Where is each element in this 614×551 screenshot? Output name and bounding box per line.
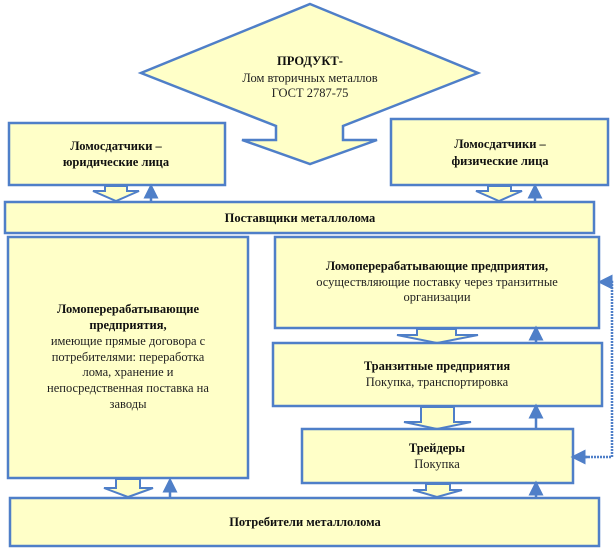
- transit-box: [271, 341, 604, 408]
- down-arrow: [103, 478, 154, 499]
- direct-processors-title1: Ломоперерабатывающие: [57, 302, 199, 316]
- direct-processors-line: лома, хранение и: [83, 365, 174, 379]
- consumers-title: Потребители металлолома: [229, 515, 381, 529]
- traders-to-processors-connector: [585, 274, 614, 459]
- traders-box: [300, 427, 575, 485]
- direct-processors-line: потребителями: переработка: [52, 350, 205, 364]
- down-arrow: [92, 185, 140, 203]
- individual-sellers-box: [389, 117, 610, 187]
- transit-processors-line: осуществляющие поставку через транзитные: [316, 275, 558, 289]
- down-arrow: [396, 328, 479, 345]
- direct-processors-line: имеющие прямые договора с: [51, 334, 206, 348]
- product-title: ПРОДУКТ-: [277, 54, 343, 68]
- consumers-box: [8, 496, 601, 548]
- transit-processors-box: [273, 235, 601, 330]
- traders-title: Трейдеры: [409, 441, 465, 455]
- product-line2: ГОСТ 2787-75: [272, 86, 349, 100]
- individual-sellers-line2: физические лица: [451, 154, 549, 168]
- down-arrow: [412, 483, 463, 499]
- suppliers-box: [3, 200, 596, 235]
- legal-sellers-line2: юридические лица: [63, 155, 170, 169]
- traders-line: Покупка: [414, 457, 460, 471]
- legal-sellers-box: [7, 121, 227, 187]
- transit-title: Транзитные предприятия: [364, 359, 511, 373]
- transit-processors-line: организации: [403, 290, 470, 304]
- down-arrow: [403, 406, 472, 431]
- transit-line: Покупка, транспортировка: [366, 375, 509, 389]
- product-line1: Лом вторичных металлов: [242, 71, 377, 85]
- individual-sellers-line1: Ломосдатчики –: [454, 137, 546, 151]
- product-diamond: [137, 2, 482, 166]
- direct-processors-line: заводы: [110, 397, 148, 411]
- suppliers-title: Поставщики металлолома: [225, 211, 376, 225]
- legal-sellers-line1: Ломосдатчики –: [70, 139, 162, 153]
- down-arrow: [475, 185, 523, 203]
- transit-processors-title: Ломоперерабатывающие предприятия,: [326, 259, 548, 273]
- direct-processors-title2: предприятия,: [89, 318, 166, 332]
- direct-processors-line: непосредственная поставка на: [47, 381, 209, 395]
